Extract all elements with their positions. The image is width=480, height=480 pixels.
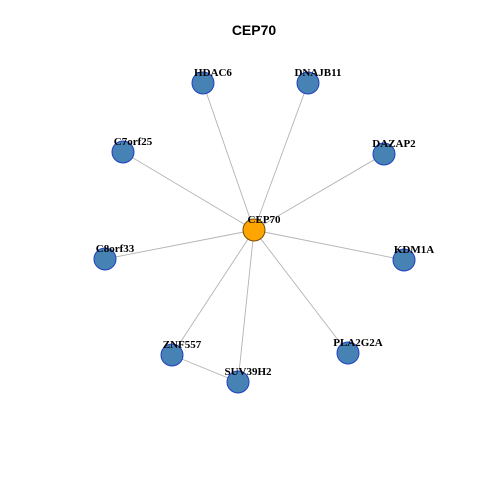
edges-layer <box>104 82 405 383</box>
edge-cep70-kdm1a <box>253 229 405 261</box>
edge-cep70-hdac6 <box>202 82 255 231</box>
node-c7orf25[interactable] <box>111 140 135 164</box>
node-hdac6[interactable] <box>191 71 215 95</box>
node-suv39h2[interactable] <box>226 370 250 394</box>
node-znf557[interactable] <box>160 343 184 367</box>
node-kdm1a[interactable] <box>392 248 416 272</box>
node-label-dnajb11: DNAJB11 <box>294 67 341 79</box>
edge-cep70-pla2g2a <box>253 229 349 354</box>
node-label-dazap2: DAZAP2 <box>372 138 416 150</box>
node-c8orf33[interactable] <box>93 247 117 271</box>
node-dnajb11[interactable] <box>296 71 320 95</box>
node-label-cep70: CEP70 <box>248 214 282 226</box>
node-label-hdac6: HDAC6 <box>194 67 232 79</box>
node-label-znf557: ZNF557 <box>163 339 202 351</box>
edge-cep70-znf557 <box>171 229 255 356</box>
edge-cep70-dazap2 <box>253 153 385 231</box>
edge-cep70-dnajb11 <box>253 82 309 231</box>
edge-cep70-c8orf33 <box>104 229 255 260</box>
edge-cep70-suv39h2 <box>237 229 255 383</box>
node-label-suv39h2: SUV39H2 <box>224 366 272 378</box>
edge-znf557-suv39h2 <box>171 354 239 383</box>
node-label-c8orf33: C8orf33 <box>96 243 135 255</box>
node-label-kdm1a: KDM1A <box>394 244 434 256</box>
node-pla2g2a[interactable] <box>336 341 360 365</box>
graph-title: CEP70 <box>232 22 277 38</box>
node-cep70[interactable] <box>242 218 266 242</box>
node-label-pla2g2a: PLA2G2A <box>333 337 383 349</box>
nodes-layer <box>93 71 416 394</box>
node-dazap2[interactable] <box>372 142 396 166</box>
node-label-c7orf25: C7orf25 <box>114 136 153 148</box>
edge-cep70-c7orf25 <box>122 151 255 231</box>
